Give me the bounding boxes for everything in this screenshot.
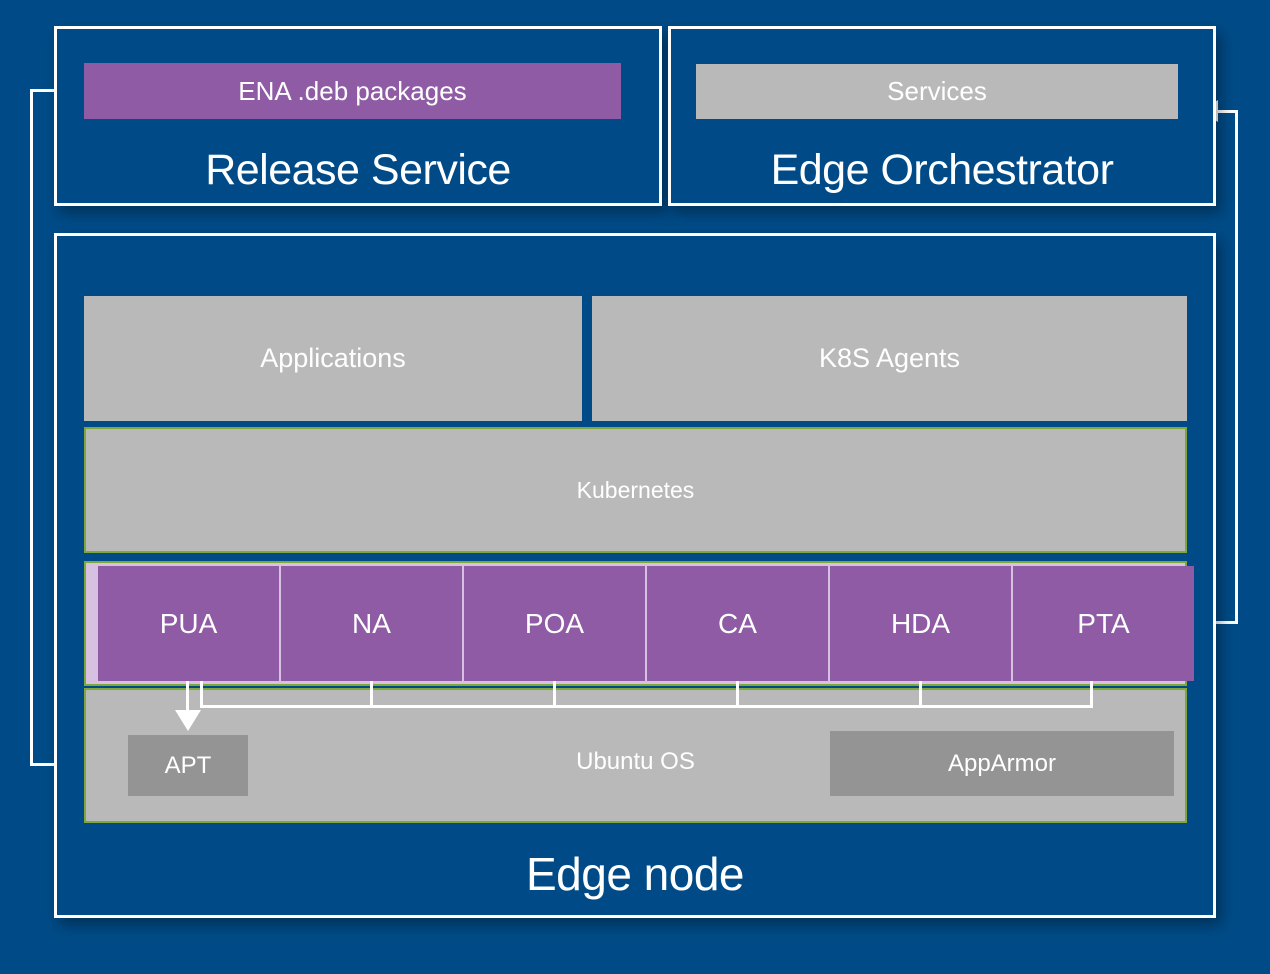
bus-vertical-pta: [1090, 681, 1093, 708]
apt-label: APT: [164, 751, 212, 779]
connector-pta-to-orchestrator-horizontal-top: [1216, 110, 1238, 113]
connector-pua-to-apt-line: [186, 681, 189, 714]
agent-box-pua[interactable]: PUA: [98, 566, 279, 681]
agent-box-na[interactable]: NA: [281, 566, 462, 681]
agent-label-pua: PUA: [159, 607, 218, 639]
bus-vertical-hda: [919, 681, 922, 708]
connector-apt-to-release-horizontal-top: [30, 89, 73, 92]
k8s-agents-label: K8S Agents: [818, 343, 961, 373]
agent-box-ca[interactable]: CA: [647, 566, 828, 681]
services-label: Services: [887, 76, 987, 106]
connector-pta-to-orchestrator-vertical: [1235, 110, 1238, 624]
agent-label-poa: POA: [524, 607, 585, 639]
release-service-title: Release Service: [205, 146, 511, 194]
apparmor-box[interactable]: AppArmor: [830, 731, 1174, 796]
kubernetes-box[interactable]: Kubernetes: [84, 427, 1187, 553]
agent-box-hda[interactable]: HDA: [830, 566, 1011, 681]
agent-box-poa[interactable]: POA: [464, 566, 645, 681]
agent-label-pta: PTA: [1077, 607, 1130, 639]
edge-node-title: Edge node: [525, 848, 745, 900]
apparmor-label: AppArmor: [947, 749, 1057, 777]
agent-label-ca: CA: [718, 607, 757, 639]
applications-label: Applications: [260, 343, 406, 373]
ena-deb-packages-box[interactable]: ENA .deb packages: [84, 63, 621, 119]
connector-apt-to-release-vertical: [30, 89, 33, 766]
kubernetes-label: Kubernetes: [576, 476, 695, 503]
bus-vertical-ca: [736, 681, 739, 708]
applications-box[interactable]: Applications: [84, 296, 582, 421]
bus-horizontal: [200, 705, 1093, 708]
ena-deb-packages-label: ENA .deb packages: [238, 75, 467, 106]
agent-label-hda: HDA: [890, 607, 951, 639]
edge-orchestrator-title: Edge Orchestrator: [770, 146, 1114, 194]
ubuntu-os-label: Ubuntu OS: [576, 748, 695, 775]
apt-box[interactable]: APT: [128, 735, 248, 796]
bus-vertical-pua-branch: [200, 681, 203, 708]
k8s-agents-box[interactable]: K8S Agents: [592, 296, 1187, 421]
agent-box-pta[interactable]: PTA: [1013, 566, 1194, 681]
agent-label-na: NA: [352, 607, 391, 639]
bus-vertical-na: [370, 681, 373, 708]
services-box[interactable]: Services: [696, 64, 1178, 119]
connector-pua-to-apt-arrowhead: [175, 710, 201, 731]
bus-vertical-poa: [553, 681, 556, 708]
